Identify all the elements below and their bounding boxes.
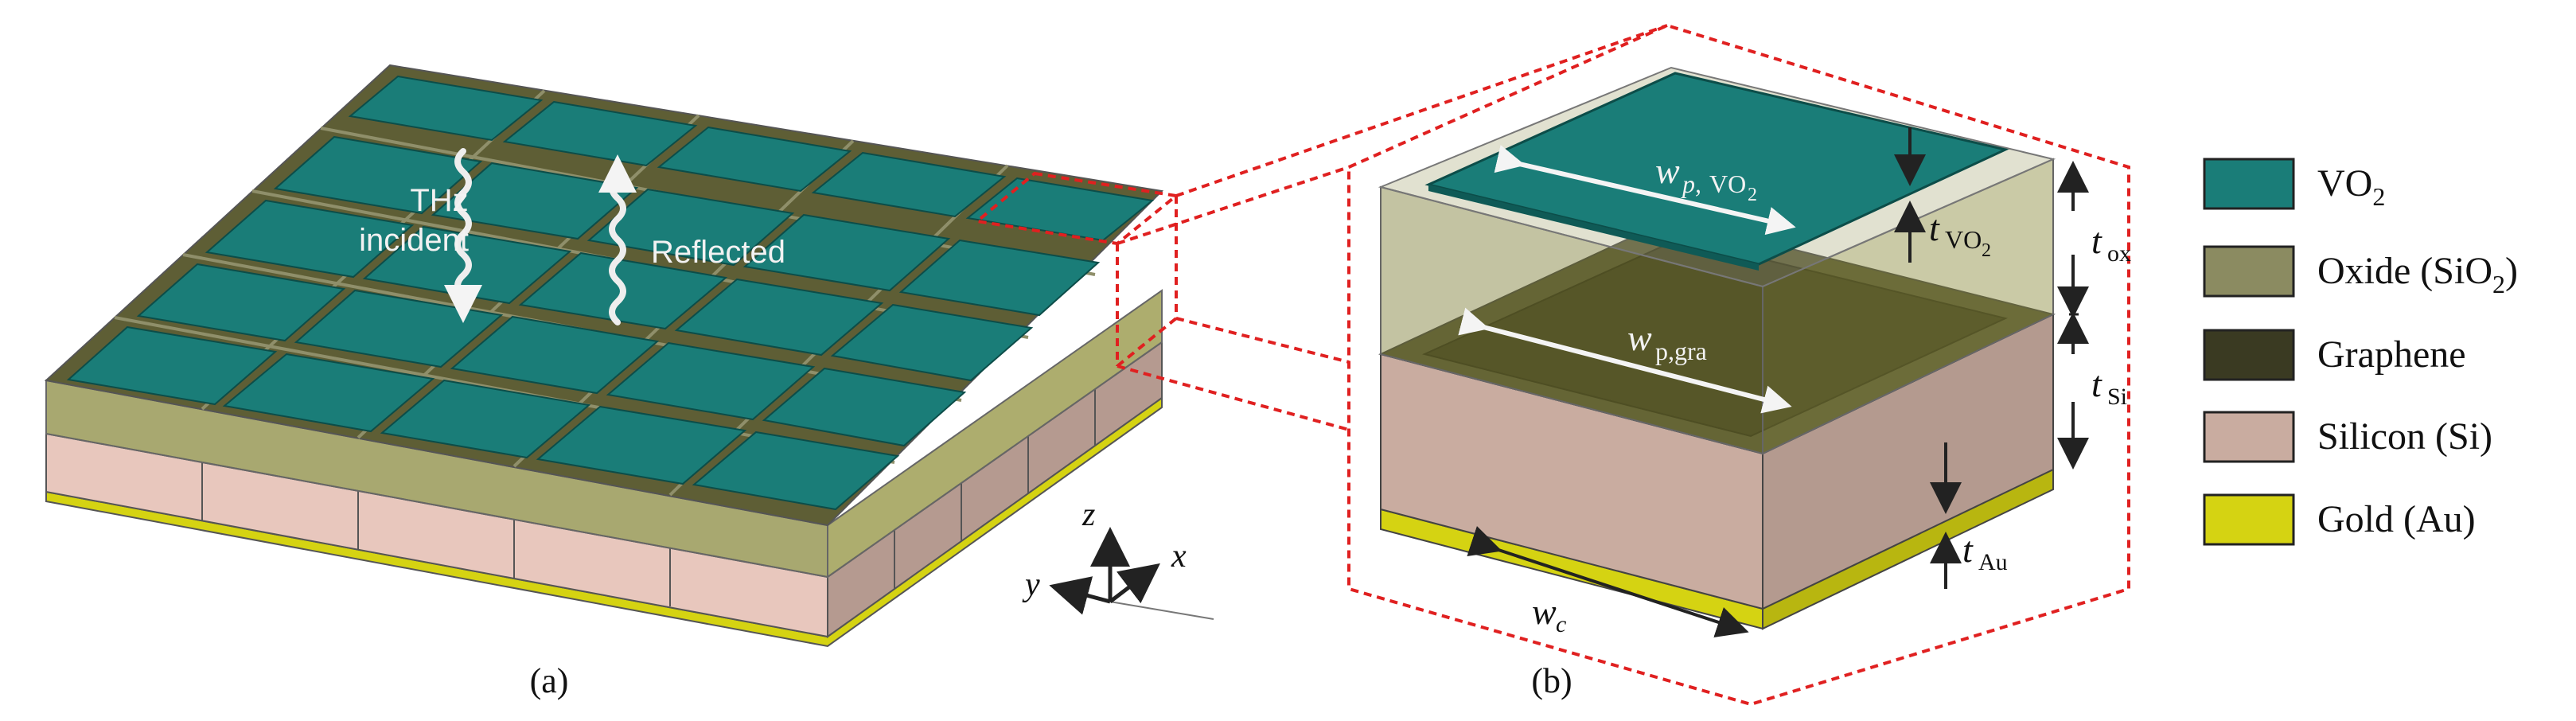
w-p-gra-label: w p,gra [1627, 318, 1707, 365]
vo2-patch [502, 100, 698, 167]
svg-text:VO: VO [1709, 170, 1746, 198]
svg-text:p,gra: p,gra [1655, 337, 1707, 365]
vo2-patch [450, 315, 660, 395]
legend-swatch-silicon [2203, 411, 2295, 463]
zoom-callout-lines [1117, 23, 2130, 707]
vo2-patch [587, 188, 795, 267]
svg-text:t: t [1962, 529, 1974, 570]
silicon-cell-dividers [201, 389, 1096, 606]
black-dimension-arrows [1467, 127, 2089, 637]
vo2-patch [348, 75, 544, 142]
reflected-arrow-icon [598, 154, 637, 325]
array-oxide-right [827, 289, 1163, 579]
vo2-patch [66, 325, 278, 406]
svg-text:t: t [2091, 220, 2102, 261]
legend-label-oxide: Oxide (SiO2) [2317, 250, 2518, 298]
vo2-patch [692, 431, 900, 511]
vo2-patch [674, 278, 884, 357]
svg-text:ox: ox [2107, 240, 2131, 267]
legend-label-silicon: Silicon (Si) [2317, 415, 2492, 458]
vo2-patch [606, 341, 816, 421]
y-axis-label: y [1022, 567, 1040, 603]
x-axis-label: x [1171, 538, 1187, 575]
legend-item-oxide: Oxide (SiO2) [2203, 245, 2518, 298]
vo2-patch [762, 367, 967, 447]
legend-label-gold: Gold (Au) [2317, 498, 2476, 540]
svg-text:c: c [1556, 611, 1566, 637]
svg-text:Si: Si [2107, 384, 2127, 410]
vo2-patch [657, 126, 852, 193]
vo2-patch [431, 162, 639, 240]
svg-text:2: 2 [1982, 240, 1991, 261]
vo2-patch [380, 379, 591, 459]
incident-label-line2: incident [359, 223, 469, 258]
w-p-gra-arrow-icon [1458, 307, 1792, 414]
w-c-arrow-icon [1467, 526, 1749, 637]
vo2-patch [830, 303, 1034, 382]
thz-arrows [444, 148, 637, 325]
legend-item-vo2: VO2 [2203, 158, 2385, 211]
panel-a-label: (a) [530, 661, 569, 700]
reflected-label: Reflected [651, 235, 785, 270]
legend-swatch-vo2 [2203, 158, 2295, 210]
vo2-patch [136, 263, 346, 342]
metasurface-array [44, 64, 1180, 648]
panel-b-label: (b) [1531, 661, 1572, 700]
t-ox-label: t ox [2091, 220, 2131, 267]
legend-item-gold: Gold (Au) [2203, 493, 2476, 546]
svg-text:2: 2 [1748, 185, 1757, 205]
svg-text:VO: VO [1945, 225, 1982, 254]
legend-item-silicon: Silicon (Si) [2203, 411, 2492, 463]
legend: VO2 Oxide (SiO2) Graphene Silicon (Si) G… [2203, 158, 2518, 546]
svg-text:t: t [2091, 364, 2102, 404]
white-dimension-arrows [1458, 145, 1796, 414]
svg-text:Au: Au [1978, 549, 2008, 575]
svg-text:w: w [1627, 318, 1652, 358]
legend-swatch-graphene [2203, 329, 2295, 381]
svg-text:w: w [1532, 591, 1557, 632]
legend-swatch-oxide [2203, 245, 2295, 298]
w-c-label: w c [1532, 591, 1566, 637]
t-si-label: t Si [2091, 364, 2127, 410]
y-axis-arrow-icon [1049, 576, 1111, 615]
t-vo2-label: t VO 2 [1929, 208, 1991, 261]
incident-arrow-icon [444, 148, 482, 323]
w-p-vo2-label: w p, VO 2 [1655, 150, 1757, 205]
legend-item-graphene: Graphene [2203, 329, 2466, 381]
legend-swatch-gold [2203, 493, 2295, 546]
x-axis-arrow-icon [1109, 563, 1160, 604]
incident-label-line1: THz [410, 183, 468, 218]
vo2-patch [222, 353, 435, 433]
vo2-patch [536, 405, 747, 485]
coordinate-axes: z x y [1022, 497, 1214, 620]
legend-label-graphene: Graphene [2317, 333, 2466, 376]
unit-cell [1378, 66, 2056, 630]
svg-text:t: t [1929, 208, 1940, 248]
svg-text:p,: p, [1681, 170, 1701, 198]
vo2-patch [205, 199, 415, 279]
vo2-patch [742, 213, 951, 292]
z-axis-label: z [1081, 497, 1095, 533]
vo2-patch [898, 239, 1101, 317]
legend-label-vo2: VO2 [2317, 162, 2385, 211]
vo2-patch [273, 135, 483, 215]
t-au-label: t Au [1962, 529, 2008, 575]
w-p-vo2-arrow-icon [1494, 145, 1796, 236]
svg-text:w: w [1655, 150, 1680, 191]
vo2-patch [811, 151, 1007, 218]
